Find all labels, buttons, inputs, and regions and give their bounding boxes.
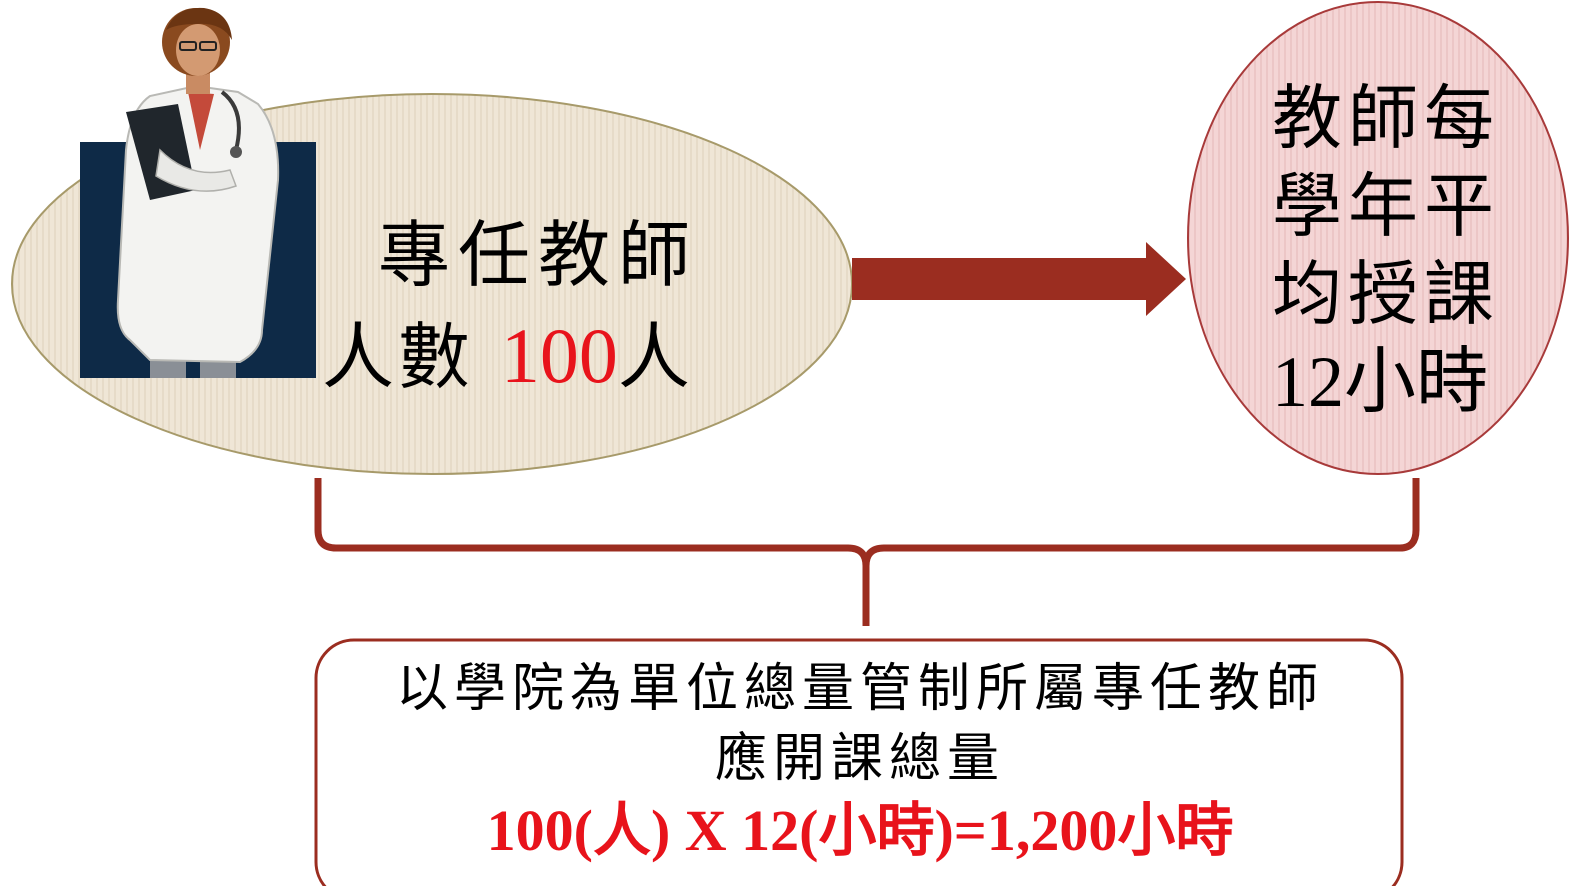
summary-line-2: 應開課總量 — [714, 729, 1005, 789]
teacher-count-suffix: 人 — [617, 315, 694, 399]
teaching-hours-line-1: 教師每 — [1272, 77, 1500, 159]
summary-text: 以學院為單位總量管制所屬專任教師 應開課總量 100(人) X 12(小時)=1… — [318, 654, 1402, 868]
summary-formula: 100(人) X 12(小時)=1,200小時 — [486, 798, 1234, 863]
summary-line-1: 以學院為單位總量管制所屬專任教師 — [395, 659, 1324, 719]
teaching-hours-text: 教師每 學年平 均授課 12小時 — [1272, 74, 1502, 426]
teaching-hours-line-2: 學年平 — [1272, 165, 1500, 247]
right-arrow-icon — [852, 242, 1186, 316]
teacher-count-prefix: 人數 — [322, 315, 475, 399]
summary-box — [314, 638, 1404, 886]
bracket-brace-icon — [314, 478, 1420, 626]
doctor-figure-icon — [80, 7, 316, 378]
teaching-hours-line-3: 均授課 — [1272, 253, 1500, 335]
teacher-count-number: 100 — [500, 312, 618, 399]
teacher-label: 專任教師 — [378, 213, 699, 297]
teaching-hours-line-4: 12小時 — [1272, 342, 1489, 422]
right-ellipse — [1187, 1, 1569, 475]
teacher-count: 人數 100人 — [322, 298, 694, 403]
